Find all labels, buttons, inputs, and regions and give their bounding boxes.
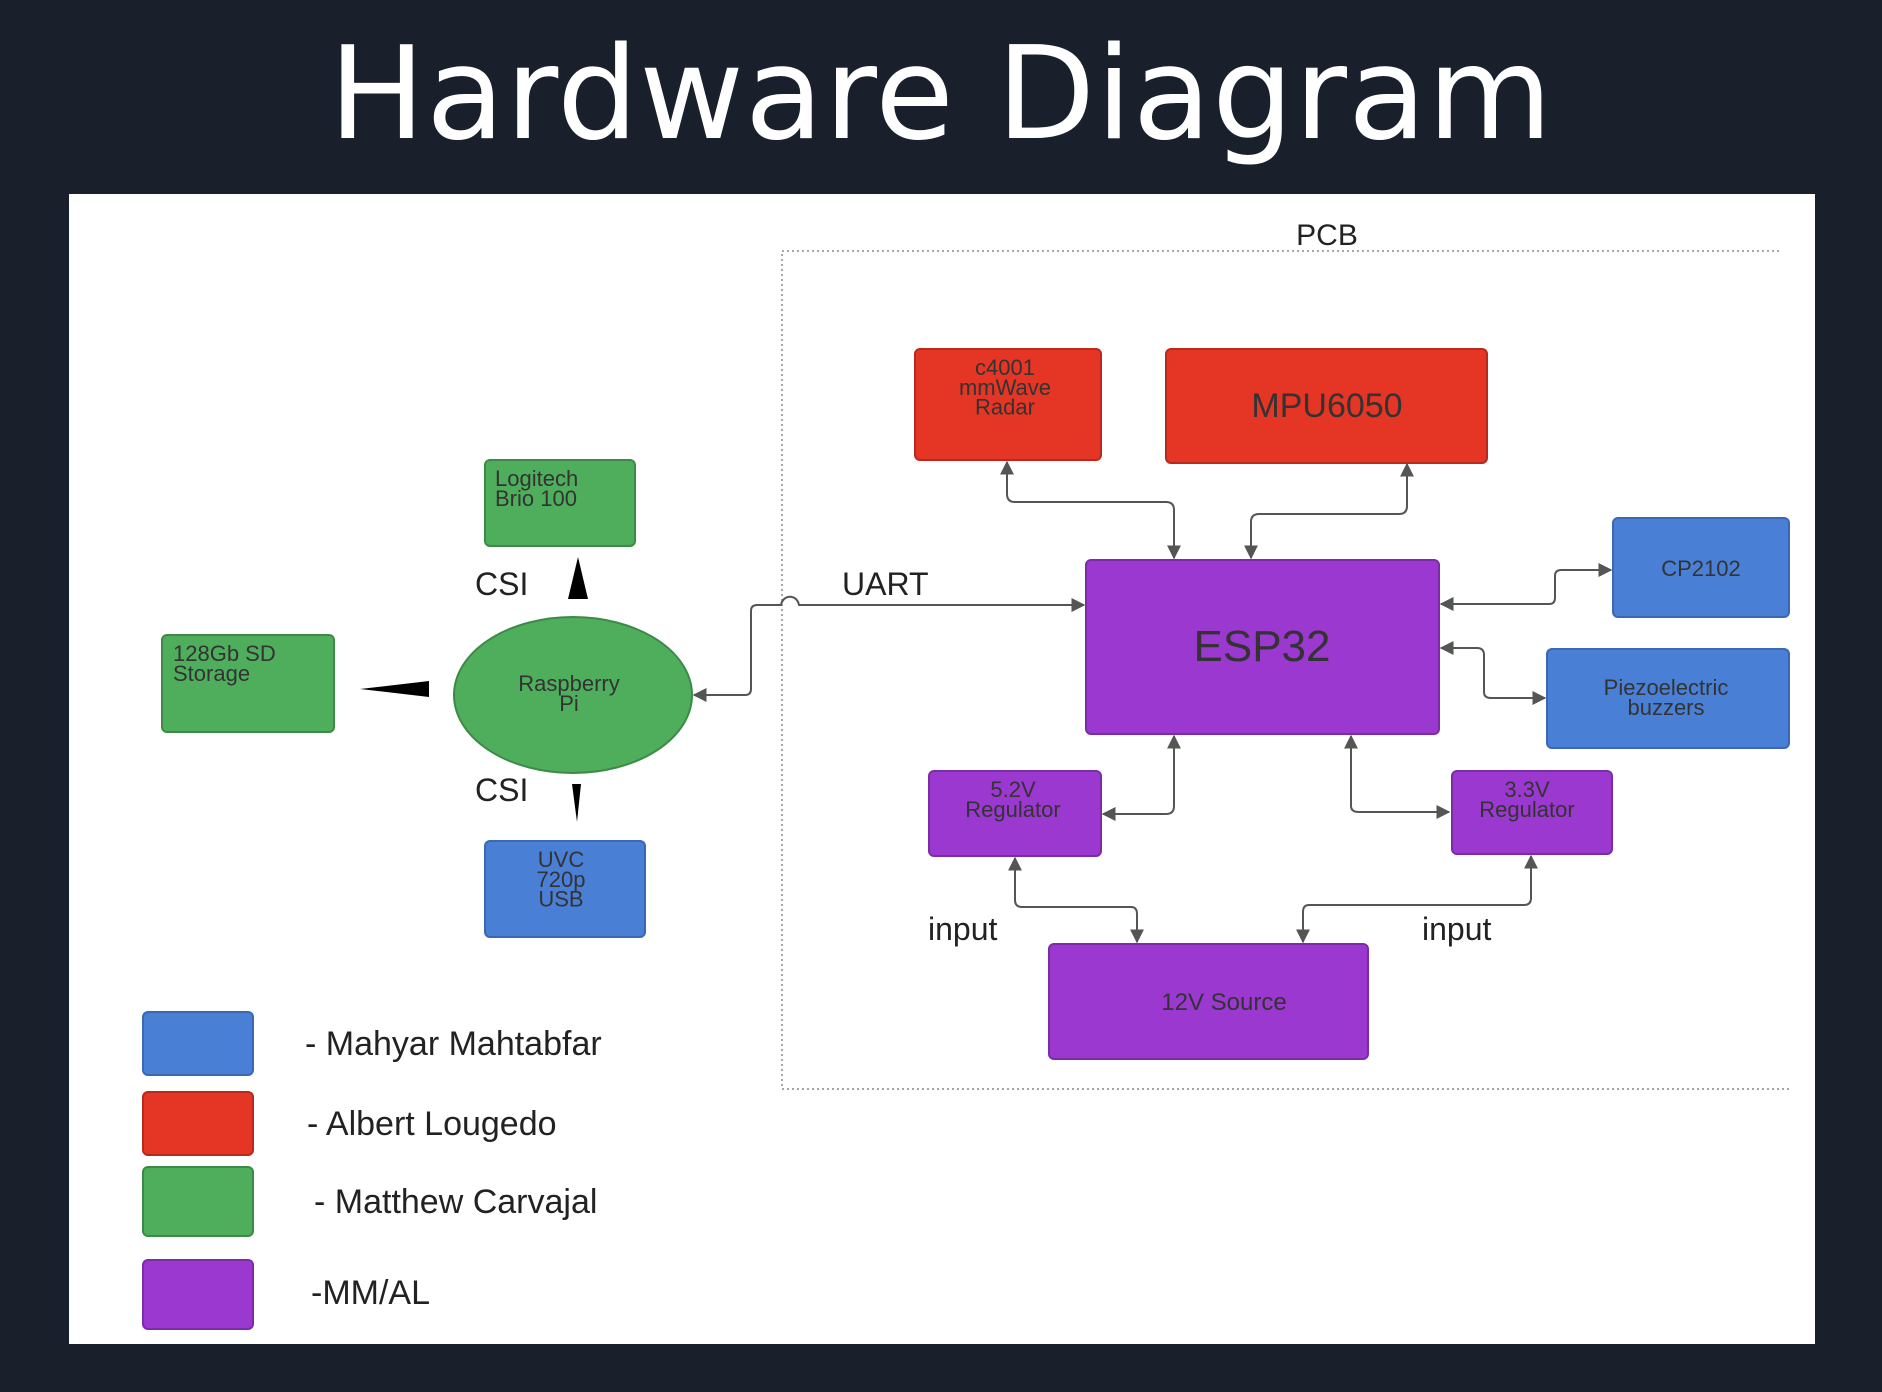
legend-item-green: - Matthew Carvajal	[142, 1166, 597, 1237]
block-label: CP2102	[1661, 556, 1741, 581]
reg33-source-connector	[1296, 854, 1538, 944]
radar-esp32-connector	[1000, 460, 1181, 560]
uart-connector	[692, 595, 1086, 702]
block-esp32: ESP32	[1085, 559, 1440, 735]
block-mpu6050: MPU6050	[1165, 348, 1488, 464]
legend-label: - Matthew Carvajal	[314, 1183, 597, 1221]
esp32-cp2102-connector	[1439, 563, 1613, 611]
esp32-piezo-connector	[1439, 641, 1547, 705]
connectors	[692, 460, 1613, 944]
input-left-label: input	[928, 911, 998, 947]
legend-label: -MM/AL	[311, 1274, 430, 1312]
csi-bottom-label: CSI	[475, 772, 528, 808]
legend-item-red: - Albert Lougedo	[142, 1091, 557, 1156]
esp32-reg52-connector	[1101, 734, 1181, 821]
page-title: Hardware Diagram	[328, 20, 1554, 169]
legend-item-purple: -MM/AL	[142, 1259, 430, 1330]
legend-item-blue: - Mahyar Mahtabfar	[142, 1011, 602, 1076]
legend: - Mahyar Mahtabfar - Albert Lougedo - Ma…	[142, 1011, 602, 1330]
block-label: 12V Source	[1161, 989, 1286, 1016]
mpu-esp32-connector	[1244, 462, 1414, 560]
input-right-label: input	[1422, 911, 1492, 947]
csi-up-arrow	[568, 557, 588, 599]
storage-left-arrow	[360, 681, 429, 697]
esp32-reg33-connector	[1344, 734, 1451, 819]
block-label: MPU6050	[1251, 387, 1402, 425]
csi-down-arrow	[572, 784, 581, 822]
csi-top-label: CSI	[475, 566, 528, 602]
block-label: ESP32	[1194, 622, 1331, 671]
legend-label: - Albert Lougedo	[307, 1105, 557, 1143]
pcb-label: PCB	[1296, 219, 1358, 252]
block-12v-source: 12V Source	[1048, 943, 1369, 1060]
legend-label: - Mahyar Mahtabfar	[305, 1025, 602, 1063]
block-cp2102: CP2102	[1612, 517, 1790, 618]
reg52-source-connector	[1008, 856, 1144, 944]
uart-label: UART	[842, 566, 929, 602]
